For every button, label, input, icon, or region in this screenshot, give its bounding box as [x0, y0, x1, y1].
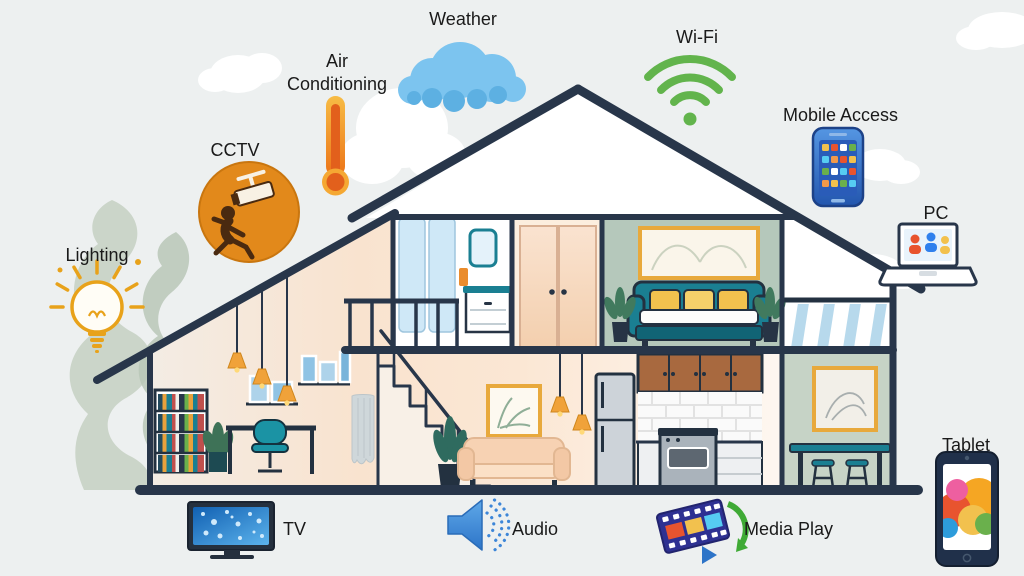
pendant-lamps-study: [227, 274, 297, 406]
kitchen: [594, 352, 764, 492]
living-area: [433, 352, 592, 488]
pendant-lamps-living: [550, 352, 592, 435]
thermometer-icon: [322, 96, 349, 196]
landing-railing: [344, 298, 459, 349]
curtain: [351, 394, 375, 465]
label-tablet: Tablet: [941, 435, 991, 455]
lightbulb-icon: [49, 259, 145, 353]
bedroom-art-frame: [638, 226, 760, 280]
attic: [366, 92, 795, 218]
stool: [845, 459, 869, 489]
counter-left: [637, 441, 661, 491]
towel: [459, 268, 468, 286]
label-wifi: Wi-Fi: [676, 27, 718, 47]
smartphone-icon: [811, 126, 865, 208]
label-weather: Weather: [429, 9, 497, 29]
label-air-conditioning: Air Conditioning: [286, 51, 388, 95]
security-camera-icon: [198, 161, 300, 263]
floor-plant: [433, 416, 467, 488]
tv-icon: [187, 501, 275, 559]
laptop-icon: [878, 222, 978, 287]
house-structure: [93, 84, 926, 495]
stool: [811, 459, 835, 489]
closet-doors: [519, 225, 597, 349]
tablet-icon: [935, 451, 999, 567]
wifi-icon: [644, 55, 736, 126]
dining-art-frame: [812, 366, 878, 432]
balcony: [782, 217, 893, 350]
bookshelf: [153, 388, 209, 474]
daybed: [626, 280, 772, 348]
label-audio: Audio: [512, 519, 559, 539]
media-player-icon: [656, 498, 749, 564]
wall-shelves-frames: [246, 350, 352, 406]
counter-right: [715, 441, 763, 491]
cloud-icon: [398, 42, 526, 112]
label-mobile-access: Mobile Access: [782, 105, 899, 125]
house-cross-section: [93, 84, 926, 495]
desk-chair: [251, 419, 289, 473]
label-tv: TV: [283, 519, 307, 539]
label-lighting: Lighting: [65, 245, 129, 265]
mirror: [468, 228, 498, 268]
study-area: [153, 274, 352, 474]
sofa: [457, 437, 571, 488]
label-cctv: CCTV: [210, 140, 260, 160]
label-pc: PC: [923, 203, 949, 223]
stove: [658, 428, 718, 492]
bedroom-plant-left: [604, 287, 636, 342]
bedroom: [604, 226, 786, 348]
label-media-play: Media Play: [744, 519, 834, 539]
living-art-frame: [486, 384, 542, 438]
speaker-icon: [447, 498, 511, 552]
